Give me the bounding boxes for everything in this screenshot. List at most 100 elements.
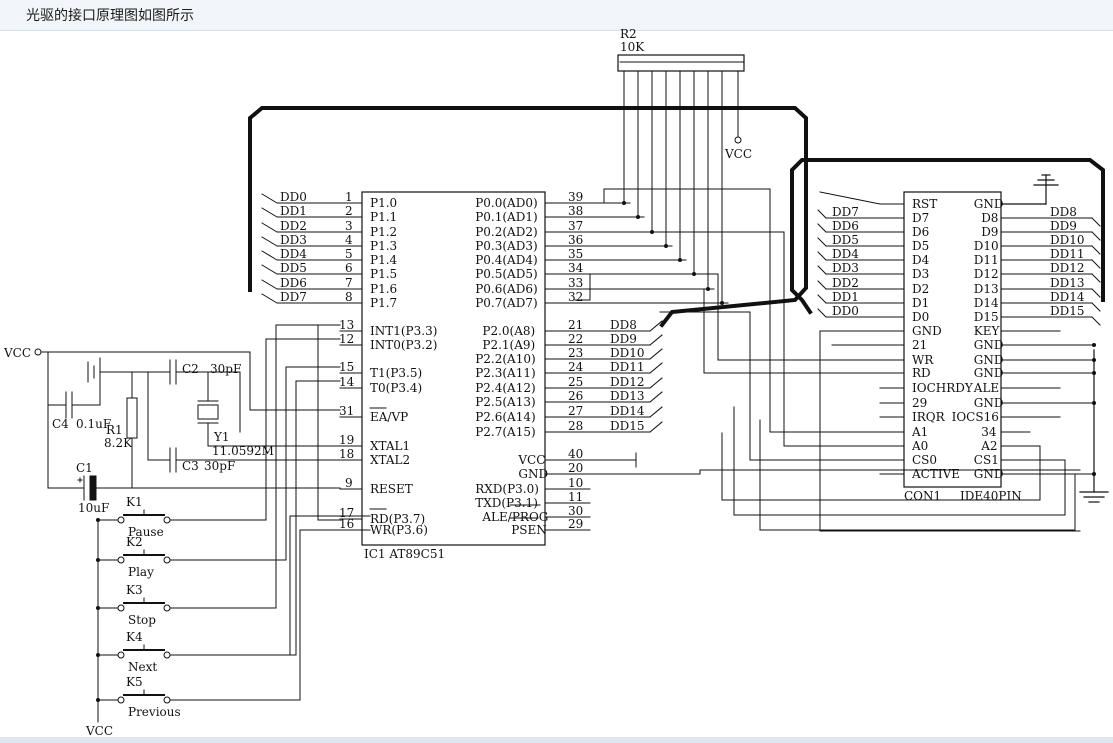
ic1-pin-name: P1.5 [370,267,397,281]
ic1-pin-number: 16 [339,517,354,531]
con1-right-net-label: DD11 [1050,247,1085,261]
c1-ref: C1 [76,461,93,475]
bus-entry [817,237,827,247]
con1-left-pin-name: WR [912,353,934,367]
con1-right-pin-name: GND [974,353,1004,367]
bus-entry [649,334,663,346]
bus-entry [1091,273,1101,283]
ic1-pin-name: WR(P3.6) [370,523,428,537]
con1-body [903,191,1002,488]
con1-right-pin-name: D9 [981,225,998,239]
con1-left-net-label: DD0 [832,304,859,318]
key-contact [163,516,171,524]
con1-left-pin-name: D6 [912,225,929,239]
con1-right-pin-name: D11 [974,253,999,267]
con1-right-net-label: DD10 [1050,233,1085,247]
ic1-pin-name: GND [518,467,548,481]
y1-ref: Y1 [213,430,230,444]
key-contact [163,651,171,659]
c2-ref: C2 [182,362,199,376]
ic1-pin-name: P1.3 [370,239,397,253]
p1-net-label: DD6 [280,276,307,290]
ic1-pin-name: P1.1 [370,210,397,224]
key-name: Pause [128,525,164,539]
bus-entry [817,265,827,275]
ic1-pin-number: 4 [345,233,353,247]
c2-value: 30pF [210,362,241,376]
con1-right-net-label: DD9 [1050,219,1077,233]
ic1-pin-name: XTAL2 [370,453,410,467]
bus-entry [261,193,278,204]
ic1-pin-number: 13 [339,318,354,332]
ic1-pin-number: 35 [568,247,583,261]
con1-left-pin-name: A1 [911,425,928,439]
ic1-pin-name: P2.5(A13) [475,395,535,409]
con1-left-pin-name: IOCHRDY [912,381,974,395]
ic1-pin-name: VCC [517,453,545,467]
bus-entry [1091,316,1101,326]
c3-value: 30pF [204,459,235,473]
ic1-pin-name: P0.6(AD6) [475,282,537,296]
con1-type: IDE40PIN [960,489,1022,503]
key-name: Stop [128,613,156,627]
con1-left-net-label: DD4 [832,247,859,261]
ic1-body [361,191,546,546]
key-name: Previous [128,705,181,719]
key-ref: K2 [126,535,143,549]
con1-left-pin-name: D3 [912,267,929,281]
bus-entry [817,294,827,304]
vcc-left-label: VCC [3,346,31,360]
con1-left-net-label: DD2 [832,276,859,290]
bus-entry [649,406,663,418]
ic1-pin-name: ALE/PROG [481,510,548,524]
r2-value: 10K [620,40,645,54]
ic1-label: IC1 AT89C51 [364,547,445,561]
r2-vcc-label: VCC [724,147,752,161]
ic1-pin-number: 34 [568,261,584,275]
key-contact [163,604,171,612]
vcc-bottom-label: VCC [85,724,113,738]
ic1-pin-name: P0.4(AD4) [475,253,537,267]
con1-left-net-label: DD1 [832,290,859,304]
con1-label: CON1 [904,489,941,503]
key-name: Next [128,660,157,674]
r2-vcc-terminal [734,136,742,144]
bus-entry [1091,231,1101,241]
con1-right-pin-name: D12 [974,267,999,281]
con1-left-net-label: DD3 [832,261,859,275]
ic1-pin-number: 25 [568,375,583,389]
con1-left-pin-name: D0 [912,310,929,324]
junction-dot [96,698,100,702]
ic1-pin-number: 23 [568,346,583,360]
bus-entry [261,293,278,304]
ic1-pin-number: 1 [345,190,353,204]
c3-ref: C3 [182,459,199,473]
p2-net-label: DD12 [610,375,645,389]
con1-left-pin-name: D4 [912,253,930,267]
bus-entry [817,223,827,233]
con1-right-pin-name: 34 [981,425,997,439]
ic1-pin-number: 28 [568,419,583,433]
ic1-pin-number: 24 [568,360,584,374]
ic1-pin-name: P2.1(A9) [482,338,535,352]
c1-value: 10uF [78,501,109,515]
con1-left-pin-name: 29 [912,396,927,410]
p2-net-label: DD11 [610,360,645,374]
ic1-pin-name: XTAL1 [370,439,410,453]
con1-right-net-label: DD12 [1050,261,1085,275]
con1-left-pin-name: D2 [912,282,929,296]
ic1-pin-name: P1.0 [370,196,397,210]
con1-left-net-label: DD5 [832,233,859,247]
ic1-pin-name: P1.6 [370,282,397,296]
ic1-pin-name: P2.4(A12) [475,381,535,395]
key-signal-wires [97,324,341,723]
bus-entry [649,320,663,332]
ic1-pin-number: 12 [339,332,354,346]
key-name: Play [128,565,154,579]
r2-ref: R2 [620,27,637,41]
bus-entry [1091,288,1101,298]
con1-right-pin-name: KEY [974,324,1001,338]
r1-value: 8.2K [104,436,133,450]
